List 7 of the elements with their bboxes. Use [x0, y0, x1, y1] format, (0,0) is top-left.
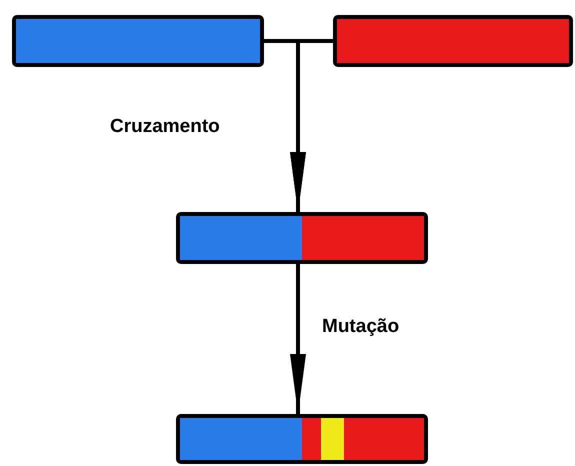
edge-label: Mutação	[320, 316, 402, 338]
arrow	[290, 39, 333, 212]
chromosome-bar	[176, 212, 428, 264]
arrow	[290, 264, 306, 414]
chromosome-bar	[176, 414, 428, 464]
chromosome-bar	[12, 15, 264, 67]
chromosome-bar	[333, 15, 573, 67]
